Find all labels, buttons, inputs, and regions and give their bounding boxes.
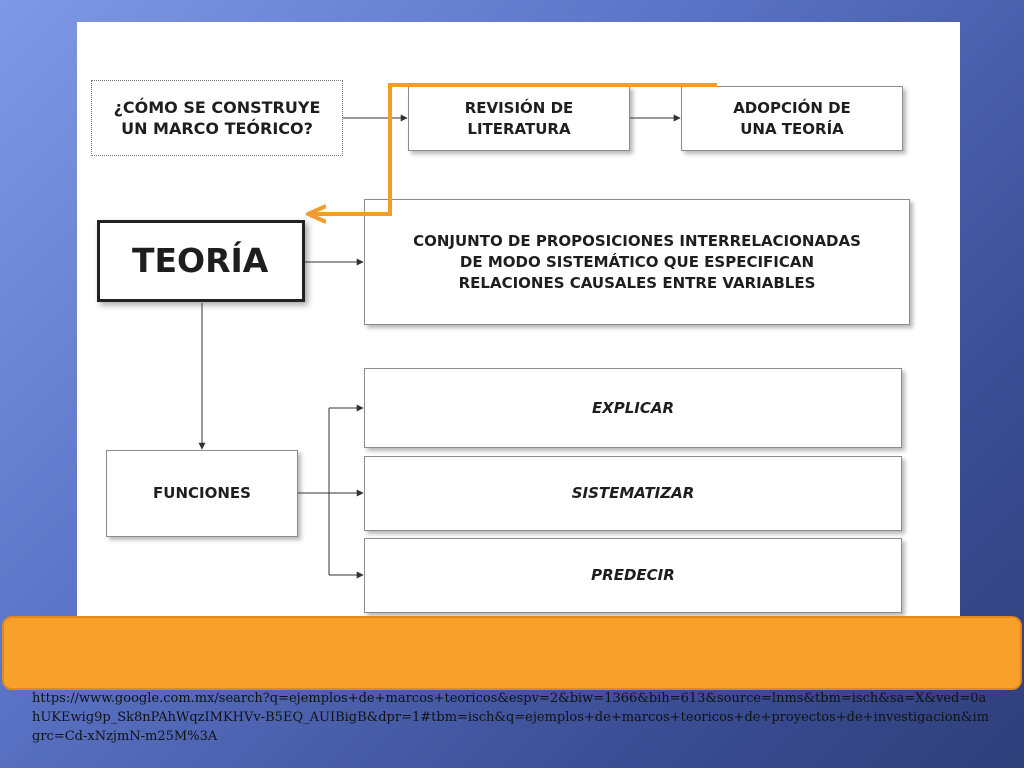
question-box: ¿CÓMO SE CONSTRUYE UN MARCO TEÓRICO?	[91, 80, 343, 156]
definition-box: CONJUNTO DE PROPOSICIONES INTERRELACIONA…	[364, 199, 910, 325]
function-explicar-box: EXPLICAR	[364, 368, 902, 448]
adopcion-teoria-box: ADOPCIÓN DE UNA TEORÍA	[681, 86, 903, 151]
orange-banner	[2, 616, 1022, 690]
function-sistematizar-box: SISTEMATIZAR	[364, 456, 902, 531]
diagram-image: ¿CÓMO SE CONSTRUYE UN MARCO TEÓRICO? REV…	[77, 22, 960, 622]
teoria-box: TEORÍA	[97, 220, 305, 302]
source-url-text: https://www.google.com.mx/search?q=ejemp…	[32, 691, 989, 744]
function-predecir-box: PREDECIR	[364, 538, 902, 613]
connector-arrows	[198, 83, 717, 579]
funciones-box: FUNCIONES	[106, 450, 298, 537]
orange-feedback-arrow	[310, 83, 717, 214]
